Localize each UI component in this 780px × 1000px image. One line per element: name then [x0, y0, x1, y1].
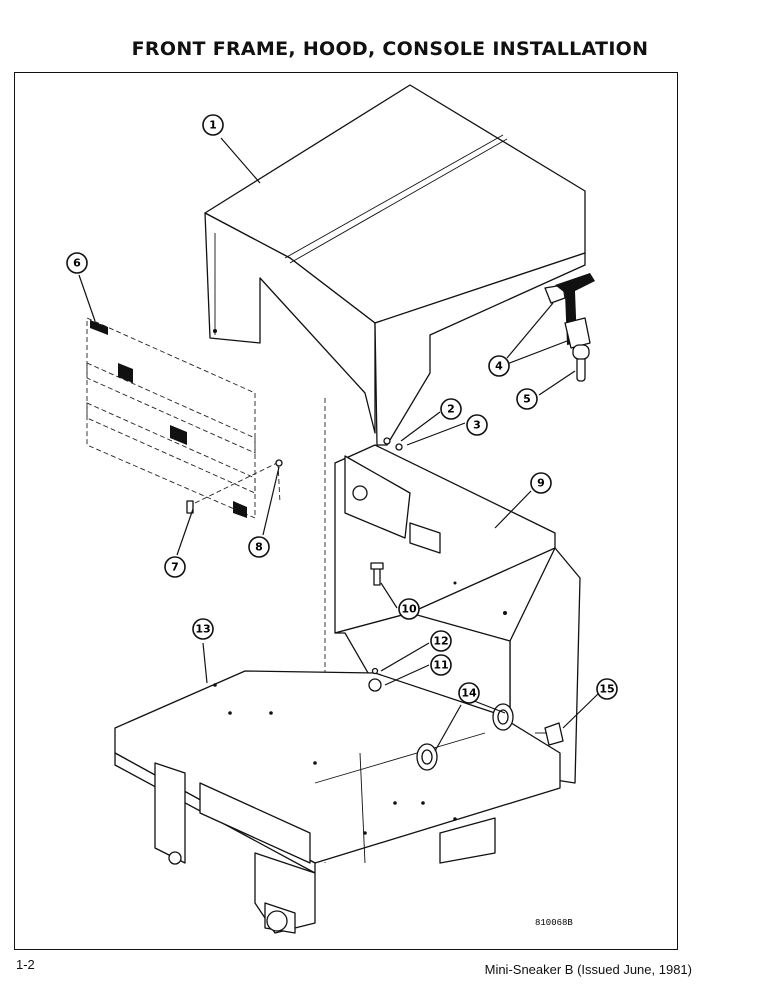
- grille-screen-part: [86, 317, 256, 519]
- callout-3: 3: [466, 414, 488, 436]
- callout-15: 15: [596, 678, 618, 700]
- svg-text:9: 9: [537, 477, 545, 490]
- fastener-line: [194, 462, 278, 504]
- page-number: 1-2: [16, 957, 35, 972]
- nut-part: [275, 459, 283, 467]
- screw-part: [186, 500, 194, 514]
- svg-text:5: 5: [523, 393, 531, 406]
- svg-text:6: 6: [73, 257, 81, 270]
- flat-washer-part: [371, 667, 379, 675]
- svg-text:14: 14: [461, 687, 477, 700]
- bolt-part: [370, 562, 384, 586]
- svg-text:11: 11: [433, 659, 448, 672]
- svg-text:12: 12: [433, 635, 448, 648]
- leader-lines: [78, 137, 600, 752]
- svg-text:8: 8: [255, 541, 263, 554]
- callout-14: 14: [458, 682, 480, 704]
- washer-part: [383, 437, 391, 445]
- callout-8: 8: [248, 536, 270, 558]
- callout-7: 7: [164, 556, 186, 578]
- drawing-number: 810068B: [535, 918, 573, 928]
- callout-4: 4: [488, 355, 510, 377]
- clip-nut-part: [368, 678, 382, 692]
- callout-9: 9: [530, 472, 552, 494]
- callout-12: 12: [430, 630, 452, 652]
- svg-text:15: 15: [599, 683, 614, 696]
- hood-part: [204, 84, 586, 446]
- grease-fitting-part: [535, 722, 564, 746]
- keeper-part: [572, 344, 590, 382]
- svg-text:2: 2: [447, 403, 455, 416]
- callout-5: 5: [516, 388, 538, 410]
- latch-part: [544, 273, 595, 349]
- callout-11: 11: [430, 654, 452, 676]
- svg-text:3: 3: [473, 419, 481, 432]
- callout-13: 13: [192, 618, 214, 640]
- svg-text:7: 7: [171, 561, 179, 574]
- callout-1: 1: [202, 114, 224, 136]
- exploded-view-diagram: 1 2 3 4 5 6 7 8 9 10 11 12 13 14 15 8100…: [66, 84, 618, 934]
- footer-text: Mini-Sneaker B (Issued June, 1981): [484, 962, 692, 977]
- svg-text:13: 13: [195, 623, 210, 636]
- svg-text:1: 1: [209, 119, 217, 132]
- svg-text:10: 10: [401, 603, 417, 616]
- page-title: FRONT FRAME, HOOD, CONSOLE INSTALLATION: [131, 38, 649, 60]
- diagram-frame: 1 2 3 4 5 6 7 8 9 10 11 12 13 14 15 8100…: [14, 72, 678, 950]
- lockwasher-part: [395, 443, 403, 451]
- callout-2: 2: [440, 398, 462, 420]
- callout-10: 10: [398, 598, 420, 620]
- callout-6: 6: [66, 252, 88, 274]
- front-frame-part: [114, 670, 561, 934]
- fastener-line-2: [277, 462, 281, 504]
- svg-text:4: 4: [495, 360, 503, 373]
